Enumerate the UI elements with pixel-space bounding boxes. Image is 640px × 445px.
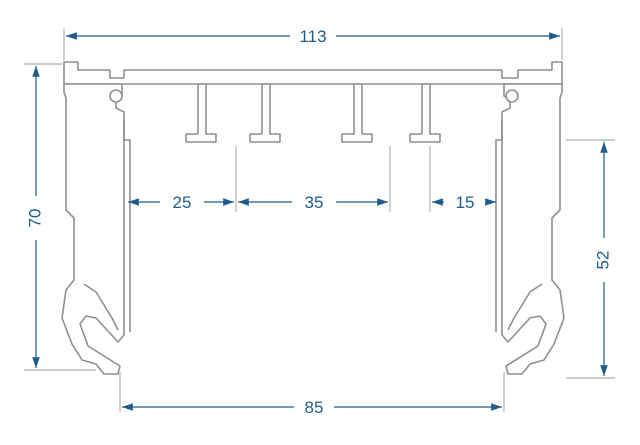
- dim-label-35: 35: [305, 193, 324, 212]
- top-flange: [63, 61, 563, 85]
- dim-label-85: 85: [305, 398, 324, 417]
- right-screw-channel: [505, 89, 519, 103]
- left-screw-channel: [109, 89, 123, 103]
- dimension-lines: [32, 32, 608, 411]
- dim-label-113: 113: [299, 27, 326, 46]
- dim-label-25: 25: [173, 193, 192, 212]
- aluminum-profile: [61, 61, 565, 375]
- dimension-labels: 113 70 52 85 25 35 15: [25, 27, 612, 417]
- t-slot-1: [185, 83, 217, 143]
- dim-label-70: 70: [25, 209, 44, 228]
- left-inner-rib: [123, 120, 131, 332]
- t-slot-2: [249, 83, 281, 143]
- extension-lines: [24, 28, 615, 412]
- left-clip: [83, 283, 119, 331]
- dim-label-15: 15: [456, 193, 475, 212]
- right-inner-rib: [495, 120, 503, 332]
- right-wall: [501, 83, 565, 375]
- dim-label-52: 52: [593, 251, 612, 270]
- t-slot-3: [341, 83, 373, 143]
- right-clip: [507, 283, 543, 331]
- left-wall: [61, 83, 125, 375]
- t-slot-4: [409, 83, 441, 143]
